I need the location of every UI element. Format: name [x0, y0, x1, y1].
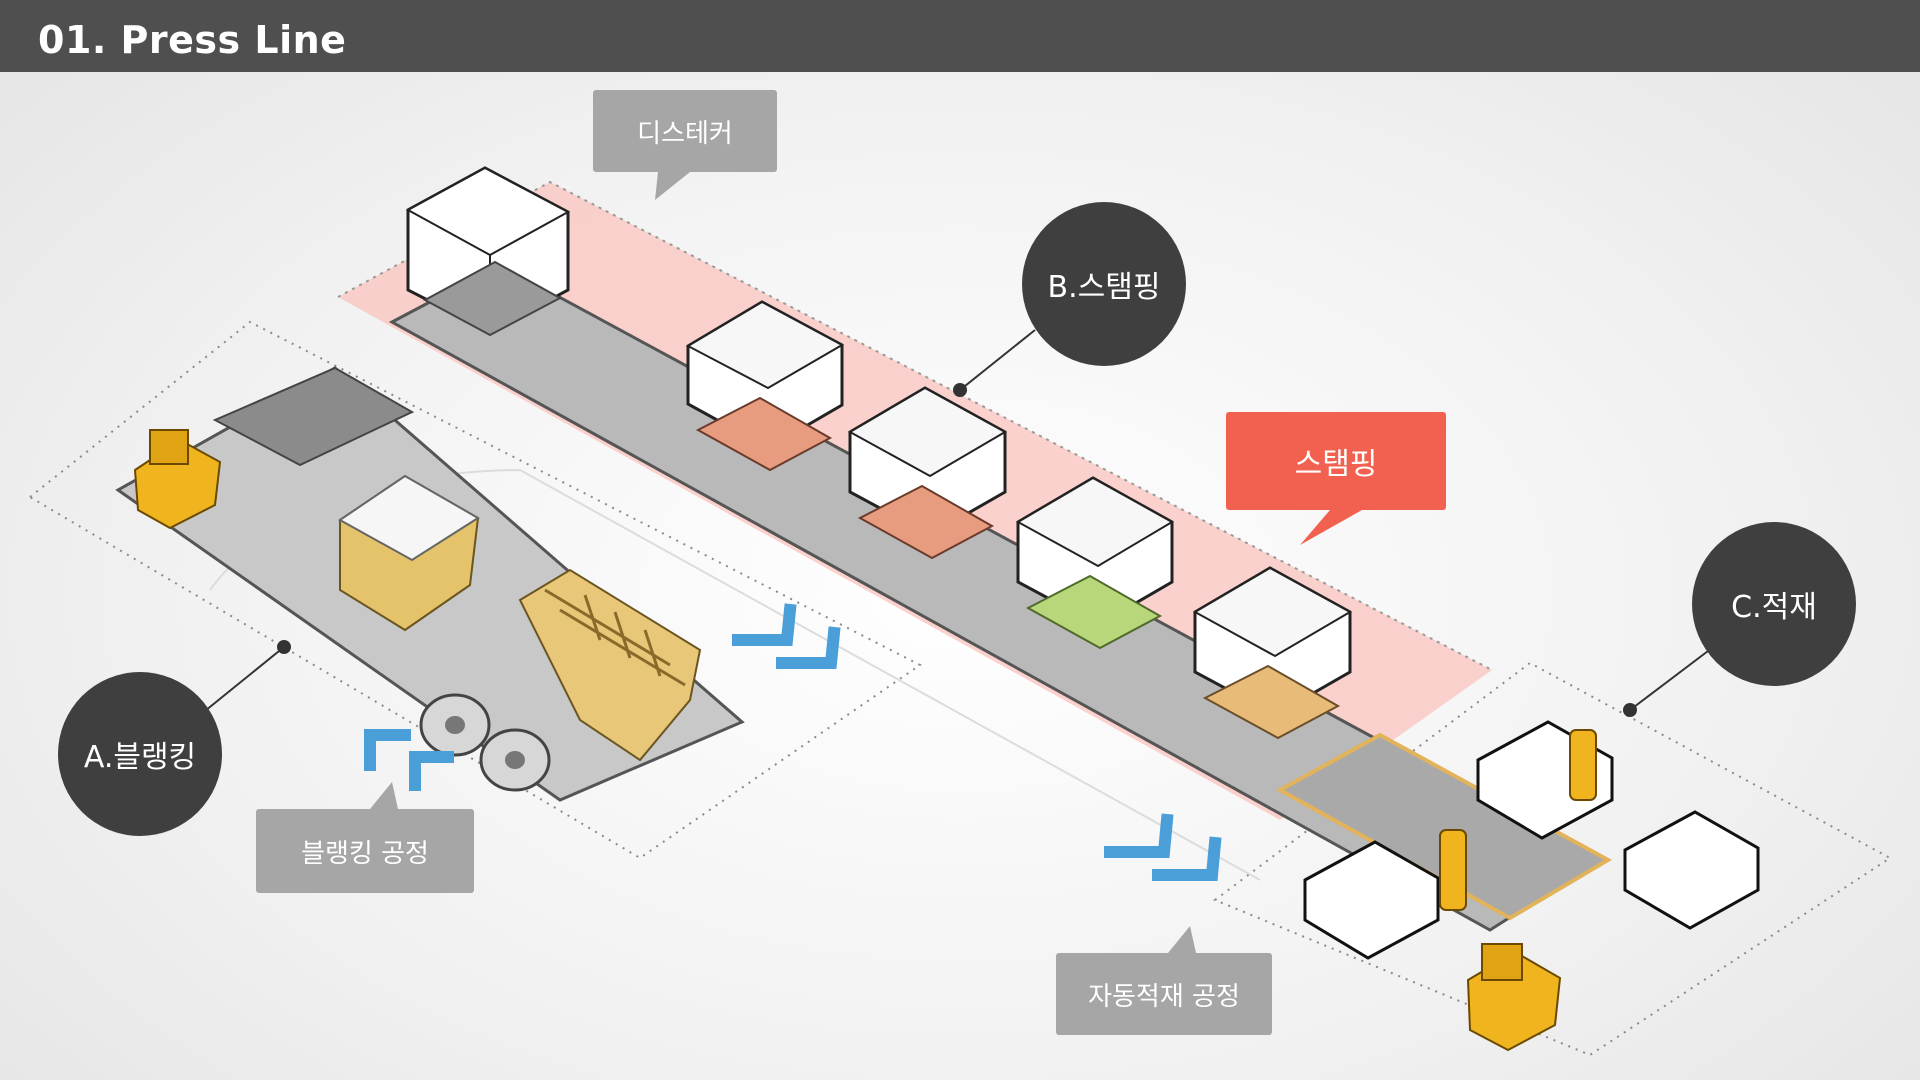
- stacking-zone-outline: [1212, 661, 1892, 1057]
- press-2: [847, 386, 1008, 560]
- coil-frame-rails: [544, 588, 686, 687]
- flow-arrows-stacking: [1104, 813, 1222, 881]
- callout-destacker: 디스테커: [593, 90, 777, 172]
- callout-auto-stacking-process: 자동적재 공정: [1056, 953, 1272, 1035]
- forklift-blanking: [133, 429, 222, 530]
- flow-arrow-coil: [364, 729, 454, 791]
- robot-arms: [1439, 729, 1597, 911]
- page-title: 01. Press Line: [38, 18, 347, 62]
- destacker-machine: [405, 166, 571, 337]
- callout-tails: [370, 172, 1362, 953]
- connector-dots: [277, 383, 1637, 717]
- callout-stamping: 스탬핑: [1226, 412, 1446, 510]
- header-bar: 01. Press Line: [0, 0, 1920, 72]
- press-3: [1015, 476, 1175, 650]
- steel-coils: [419, 693, 551, 792]
- circle-connectors: [199, 329, 1713, 716]
- stage-c-stacking: C.적재: [1692, 522, 1856, 686]
- blanking-zone-outline: [28, 320, 922, 860]
- blanking-press-top: [338, 474, 480, 562]
- press-1: [685, 300, 845, 472]
- coil-frame: [518, 568, 702, 762]
- stage-a-blanking: A.블랭킹: [58, 672, 222, 836]
- callout-blanking-process: 블랭킹 공정: [256, 809, 474, 893]
- forklift-stacking: [1466, 943, 1562, 1052]
- stage-b-stamping: B.스탬핑: [1022, 202, 1186, 366]
- press-4: [1192, 566, 1353, 740]
- flow-arrows-blanking: [732, 603, 841, 669]
- blanking-floor-dark: [212, 366, 415, 467]
